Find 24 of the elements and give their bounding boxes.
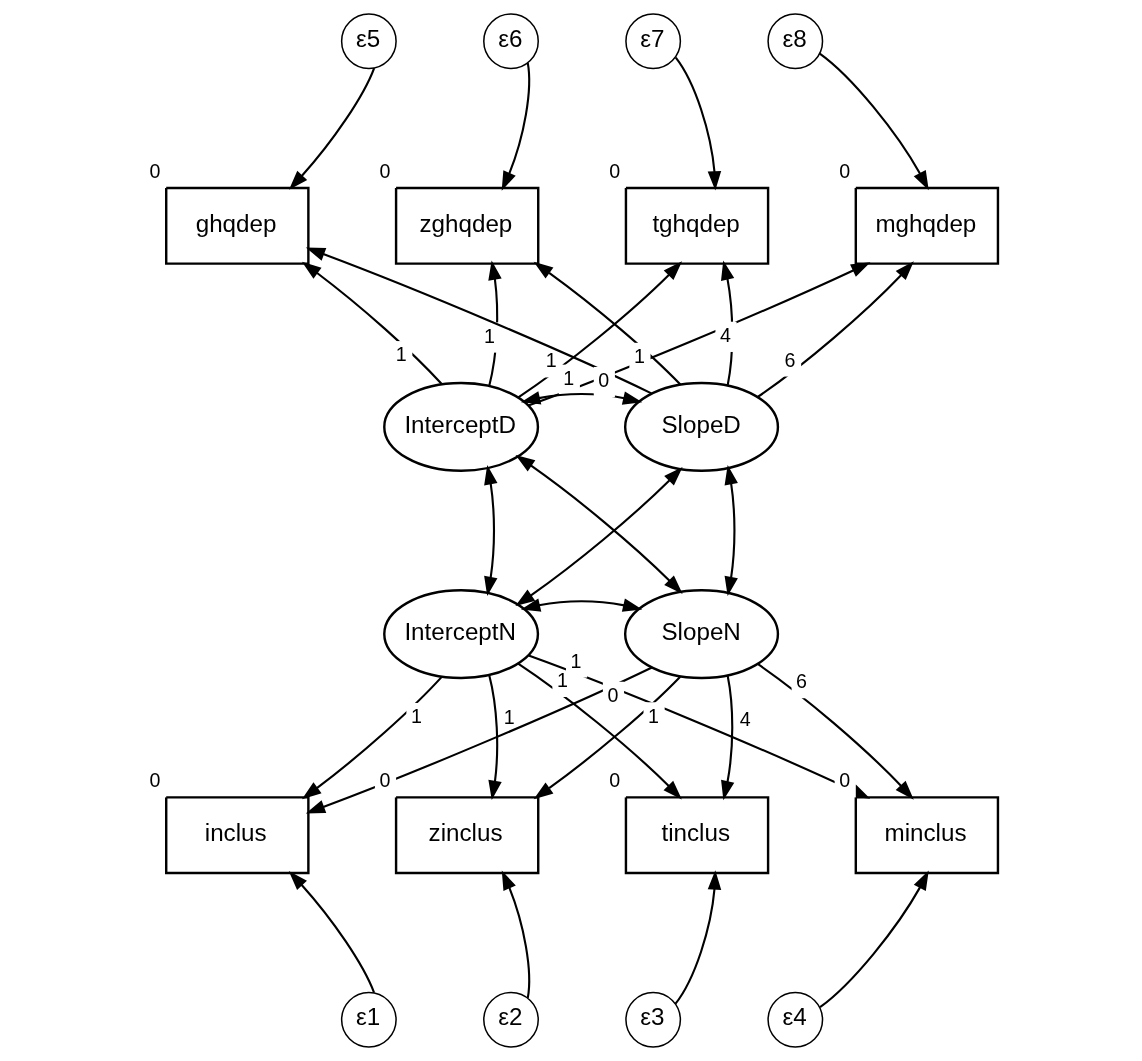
node-label: 0	[149, 160, 161, 182]
node-label: 0	[608, 769, 620, 792]
node-label: 0	[378, 769, 390, 792]
edge-label: 1	[410, 705, 422, 728]
node-label: 0	[149, 769, 161, 792]
node-label: 0	[608, 160, 620, 182]
edge-label: 1	[503, 706, 515, 729]
edge-label: 6	[795, 670, 807, 693]
edge-label: 1	[556, 669, 568, 692]
edge-label: 1	[483, 324, 495, 347]
node-label: 0	[378, 160, 390, 182]
node-label: 0	[838, 769, 850, 792]
edge-label: 4	[719, 323, 731, 346]
node-label: 0	[838, 160, 850, 182]
edge-label: 1	[633, 345, 645, 368]
edge-label: 6	[784, 348, 795, 371]
edge-label: 1	[562, 366, 574, 389]
edge-label: 0	[597, 369, 609, 392]
edge-label: 4	[739, 707, 751, 730]
edge-label: 0	[606, 684, 618, 706]
edge-label: 1	[647, 704, 659, 727]
edge-label: 1	[395, 343, 407, 366]
edge-label: 1	[570, 649, 581, 672]
edge-label: 1	[545, 349, 557, 372]
